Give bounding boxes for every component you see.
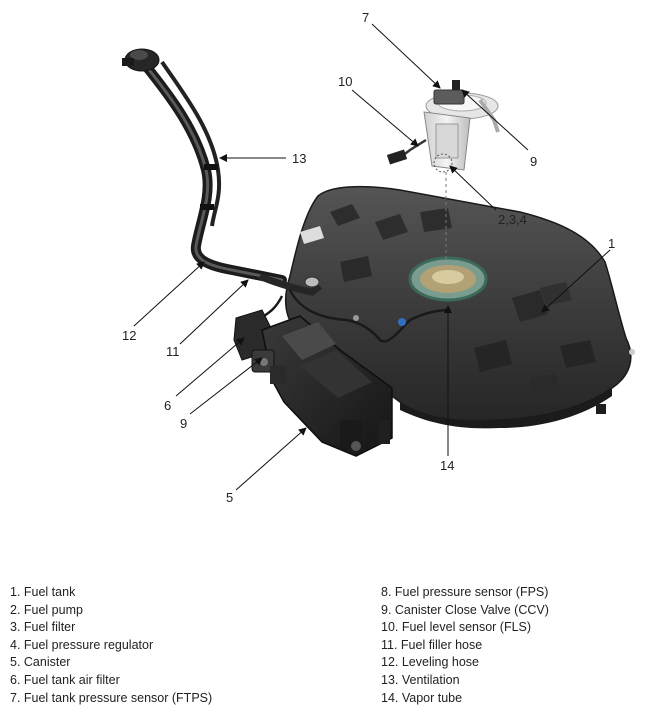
legend-item: 7. Fuel tank pressure sensor (FTPS)	[10, 690, 213, 705]
leader-6	[175, 337, 245, 397]
legend-item: 4. Fuel pressure regulator	[10, 637, 154, 652]
filler-neck-illustration	[122, 48, 451, 343]
leader-5	[235, 427, 307, 491]
callout-14: 14	[440, 458, 454, 473]
callout-10: 10	[338, 74, 352, 89]
callout-12: 12	[122, 328, 136, 343]
legend-item: 10. Fuel level sensor (FLS)	[381, 620, 532, 635]
callout-2-3-4: 2,3,4	[498, 212, 527, 227]
legend-left-column: 1. Fuel tank 2. Fuel pump 3. Fuel filter…	[10, 584, 212, 707]
leader-lines	[133, 23, 611, 491]
callout-13: 13	[292, 151, 306, 166]
leader-11	[179, 279, 249, 345]
callout-1: 1	[608, 236, 615, 251]
legend-item: 13. Ventilation	[381, 672, 460, 687]
legend-item: 11. Fuel filler hose	[381, 637, 483, 652]
callout-9-pump-module: 9	[530, 154, 537, 169]
legend-item: 6. Fuel tank air filter	[10, 672, 120, 687]
leader-2-3-4	[449, 165, 497, 211]
callout-5: 5	[226, 490, 233, 505]
leader-9-canister-valve	[189, 357, 263, 415]
callout-labels: 1 2,3,4 5 6 7 9 9 10 11 12 13 14	[122, 10, 615, 505]
fuel-pump-module-illustration	[386, 80, 500, 173]
legend-item: 1. Fuel tank	[10, 585, 76, 599]
leader-10	[351, 89, 419, 147]
callout-6: 6	[164, 398, 171, 413]
legend-item: 9. Canister Close Valve (CCV)	[381, 602, 549, 617]
legend-item: 3. Fuel filter	[10, 620, 76, 635]
legend-right-column: 8. Fuel pressure sensor (FPS) 9. Caniste…	[381, 584, 549, 707]
callout-11: 11	[166, 344, 180, 359]
canister-illustration	[233, 309, 393, 457]
legend-item: 5. Canister	[10, 655, 71, 670]
legend-item: 12. Leveling hose	[381, 655, 479, 670]
legend-item: 2. Fuel pump	[10, 602, 83, 617]
fuel-system-diagram: 1 2,3,4 5 6 7 9 9 10 11 12 13 14	[122, 10, 635, 505]
legend-item: 8. Fuel pressure sensor (FPS)	[381, 585, 549, 599]
leader-7	[371, 23, 441, 89]
fuel-tank-illustration	[284, 185, 635, 429]
leader-1	[541, 249, 611, 313]
callout-9-canister-valve: 9	[180, 416, 187, 431]
leader-12	[133, 261, 205, 327]
legend-item: 14. Vapor tube	[381, 690, 463, 705]
callout-7: 7	[362, 10, 369, 25]
leader-9-pump-module	[461, 89, 529, 151]
